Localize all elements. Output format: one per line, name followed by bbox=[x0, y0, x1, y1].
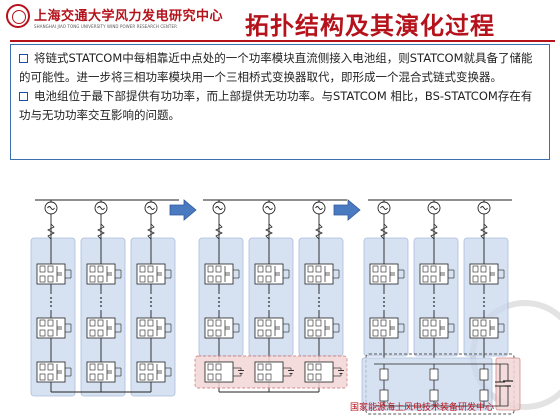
igbt-switch-icon bbox=[429, 389, 439, 402]
transition-arrow-icon bbox=[169, 199, 197, 221]
square-bullet-icon bbox=[19, 54, 28, 63]
inductor-icon bbox=[97, 223, 105, 240]
inductor-icon bbox=[47, 223, 55, 240]
inductor-icon bbox=[430, 223, 438, 240]
ellipsis-icon bbox=[50, 297, 52, 307]
ellipsis-icon bbox=[218, 297, 220, 307]
ellipsis-icon bbox=[433, 297, 435, 307]
igbt-switch-icon bbox=[429, 368, 439, 381]
ellipsis-icon bbox=[383, 297, 385, 307]
inductor-icon bbox=[380, 223, 388, 240]
inductor-icon bbox=[480, 223, 488, 240]
paragraph-2: 电池组位于最下部提供有功功率，而上部提供无功功率。与STATCOM 相比，BS-… bbox=[19, 87, 541, 124]
ac-source-icon bbox=[212, 201, 226, 215]
ellipsis-icon bbox=[318, 297, 320, 307]
inductor-icon bbox=[315, 223, 323, 240]
ac-source-icon bbox=[477, 201, 491, 215]
description-box: 将链式STATCOM中每相靠近中点处的一个功率模块直流侧接入电池组，则STATC… bbox=[10, 44, 550, 160]
transition-arrow-icon bbox=[333, 199, 361, 221]
ac-source-icon bbox=[144, 201, 158, 215]
square-bullet-icon bbox=[19, 92, 28, 101]
paragraph-1: 将链式STATCOM中每相靠近中点处的一个功率模块直流侧接入电池组，则STATC… bbox=[19, 49, 541, 86]
paragraph-2-text: 电池组位于最下部提供有功功率，而上部提供无功功率。与STATCOM 相比，BS-… bbox=[19, 89, 533, 122]
ellipsis-icon bbox=[150, 297, 152, 307]
hybrid-converter-frame bbox=[365, 353, 515, 415]
inductor-icon bbox=[147, 223, 155, 240]
igbt-switch-icon bbox=[479, 368, 489, 381]
igbt-switch-icon bbox=[479, 389, 489, 402]
bridge-band bbox=[361, 357, 493, 411]
university-logo-icon bbox=[6, 4, 30, 28]
footer-org-name: 国家能源海上风电技术装备研发中心 bbox=[350, 403, 495, 413]
inductor-icon bbox=[265, 223, 273, 240]
topology-diagrams bbox=[30, 199, 521, 415]
ac-source-icon bbox=[312, 201, 326, 215]
header-divider bbox=[10, 40, 555, 42]
ac-source-icon bbox=[94, 201, 108, 215]
igbt-switch-icon bbox=[379, 368, 389, 381]
ac-source-icon bbox=[44, 201, 58, 215]
ellipsis-icon bbox=[100, 297, 102, 307]
igbt-switch-icon bbox=[379, 389, 389, 402]
ac-source-icon bbox=[427, 201, 441, 215]
footer: 国家能源海上风电技术装备研发中心 bbox=[350, 400, 494, 413]
ac-source-icon bbox=[262, 201, 276, 215]
inductor-icon bbox=[215, 223, 223, 240]
ellipsis-icon bbox=[268, 297, 270, 307]
ellipsis-icon bbox=[483, 297, 485, 307]
battery-band bbox=[495, 357, 521, 411]
ac-source-icon bbox=[377, 201, 391, 215]
header: 上海交通大学风力发电研究中心 SHANGHAI JIAO TONG UNIVER… bbox=[0, 0, 560, 40]
paragraph-1-text: 将链式STATCOM中每相靠近中点处的一个功率模块直流侧接入电池组，则STATC… bbox=[19, 51, 533, 84]
institution-name-en: SHANGHAI JIAO TONG UNIVERSITY WIND POWER… bbox=[34, 24, 177, 29]
slide-title: 拓扑结构及其演化过程 bbox=[245, 12, 495, 40]
institution-name: 上海交通大学风力发电研究中心 bbox=[34, 9, 224, 24]
